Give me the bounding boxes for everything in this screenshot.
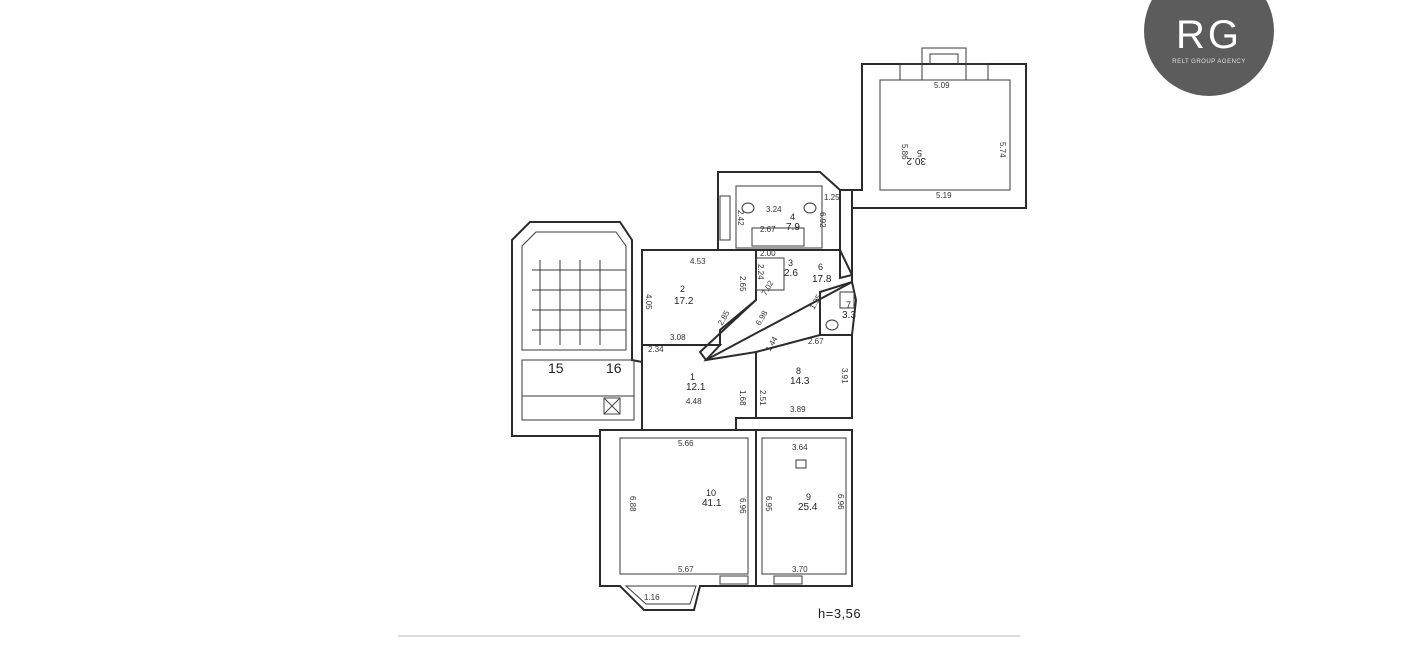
dim-3-91: 3.91 bbox=[840, 368, 849, 384]
room-2-area: 17.2 bbox=[674, 296, 694, 307]
dim-4-53: 4.53 bbox=[690, 257, 706, 266]
dim-3-08: 3.08 bbox=[670, 333, 686, 342]
dim-6-92: 6.92 bbox=[818, 212, 827, 228]
dim-1-44: 1.44 bbox=[764, 335, 780, 353]
room-10-area: 41.1 bbox=[702, 498, 722, 509]
room-1-area: 12.1 bbox=[686, 382, 706, 393]
dim-2-51: 2.51 bbox=[758, 390, 767, 406]
room-9-number: 9 bbox=[806, 492, 811, 502]
dim-2-65: 2.65 bbox=[738, 276, 747, 292]
room-2-number: 2 bbox=[680, 284, 685, 294]
room-10-number: 10 bbox=[706, 488, 716, 498]
logo-subtitle: RELT GROUP AGENCY bbox=[1172, 59, 1246, 65]
room-3-6-walls bbox=[698, 249, 853, 362]
dim-6-98: 6.98 bbox=[754, 309, 770, 327]
room-5-number: 5 bbox=[917, 148, 922, 158]
stair-label-15: 15 bbox=[548, 360, 564, 376]
dim-5-67: 5.67 bbox=[678, 565, 694, 574]
dim-4-48: 4.48 bbox=[686, 397, 702, 406]
dim-4-05: 4.05 bbox=[644, 294, 653, 310]
dim-2-00: 2.00 bbox=[760, 249, 776, 258]
room-8-number: 8 bbox=[796, 366, 801, 376]
dim-2-34: 2.34 bbox=[648, 345, 664, 354]
dimension-labels: 5.09 5.86 5.74 5.19 1.25 6.92 3.24 2.42 … bbox=[628, 81, 1007, 602]
dim-2-24: 2.24 bbox=[756, 264, 765, 280]
dim-5-74: 5.74 bbox=[998, 142, 1007, 158]
dim-5-19: 5.19 bbox=[936, 191, 952, 200]
room-7-area: 3.3 bbox=[842, 310, 856, 321]
room-9-area: 25.4 bbox=[798, 502, 818, 513]
dim-5-66: 5.66 bbox=[678, 439, 694, 448]
dim-1-95: 1.95 bbox=[808, 293, 824, 311]
room-3-area: 2.6 bbox=[784, 268, 798, 279]
room-4-area: 7.9 bbox=[786, 222, 800, 233]
dim-3-24: 3.24 bbox=[766, 205, 782, 214]
room-5-walls bbox=[851, 47, 1027, 209]
room-labels: 5 30.2 4 7.9 2 17.2 3 2.6 6 17.8 7 3.3 8… bbox=[548, 148, 926, 513]
room-1-number: 1 bbox=[690, 372, 695, 382]
dim-2-67a: 2.67 bbox=[760, 225, 776, 234]
stair-label-16: 16 bbox=[606, 360, 622, 376]
dim-1-16: 1.16 bbox=[644, 593, 660, 602]
room-10-walls bbox=[599, 429, 757, 611]
dim-3-64: 3.64 bbox=[792, 443, 808, 452]
room-6-number: 6 bbox=[818, 262, 823, 272]
room-6-area: 17.8 bbox=[812, 274, 832, 285]
dim-3-70: 3.70 bbox=[792, 565, 808, 574]
dim-7-02: 7.02 bbox=[760, 279, 776, 297]
room-8-area: 14.3 bbox=[790, 376, 810, 387]
staircase-walls bbox=[511, 221, 643, 437]
dim-5-09: 5.09 bbox=[934, 81, 950, 90]
ceiling-height-label: h=3,56 bbox=[818, 606, 861, 621]
logo-letters: RG bbox=[1176, 13, 1242, 57]
dim-6-96a: 6.96 bbox=[738, 498, 747, 514]
dim-6-95: 6.95 bbox=[764, 496, 773, 512]
room-3-number: 3 bbox=[788, 258, 793, 268]
room-4-walls bbox=[717, 171, 841, 251]
dim-5-86: 5.86 bbox=[900, 144, 909, 160]
corridor-walls bbox=[839, 189, 853, 280]
dim-6-96b: 6.96 bbox=[836, 494, 845, 510]
dim-6-88: 6.88 bbox=[628, 496, 637, 512]
dim-1-25: 1.25 bbox=[824, 193, 840, 202]
dim-3-89: 3.89 bbox=[790, 405, 806, 414]
dim-2-67b: 2.67 bbox=[808, 337, 824, 346]
room-5-area: 30.2 bbox=[906, 155, 926, 166]
dim-2-42: 2.42 bbox=[736, 210, 745, 226]
room-4-number: 4 bbox=[790, 212, 795, 222]
room-7-walls bbox=[819, 280, 858, 336]
room-7-number: 7 bbox=[846, 300, 851, 310]
room-9-walls bbox=[719, 429, 853, 587]
dim-1-68: 1.68 bbox=[738, 390, 747, 406]
